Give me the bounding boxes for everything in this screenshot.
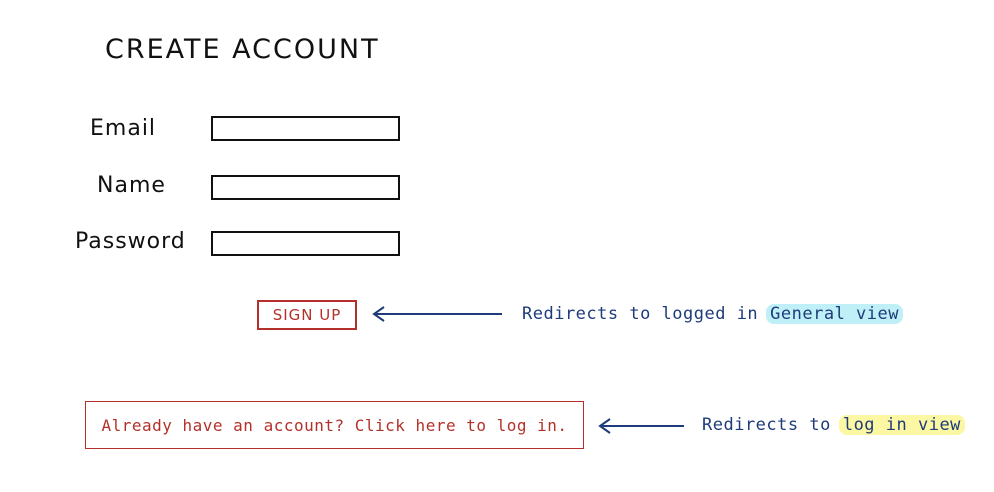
email-label: Email bbox=[90, 116, 157, 141]
login-note-prefix: Redirects to bbox=[702, 415, 831, 435]
general-view-highlight: General view bbox=[766, 304, 903, 324]
signup-note-prefix: Redirects to logged in bbox=[522, 304, 759, 324]
name-field[interactable] bbox=[211, 175, 400, 200]
login-view-highlight: log in view bbox=[838, 415, 965, 435]
signup-redirect-note: Redirects to logged in General view bbox=[522, 304, 903, 324]
arrow-left-icon bbox=[598, 418, 684, 434]
login-link[interactable]: Already have an account? Click here to l… bbox=[85, 401, 584, 449]
name-label: Name bbox=[97, 173, 166, 198]
email-field[interactable] bbox=[211, 116, 400, 141]
login-redirect-note: Redirects to log in view bbox=[702, 415, 965, 435]
page-title: CREATE ACCOUNT bbox=[105, 34, 380, 65]
password-field[interactable] bbox=[211, 231, 400, 256]
sign-up-button[interactable]: SIGN UP bbox=[257, 300, 357, 330]
arrow-left-icon bbox=[372, 306, 502, 322]
password-label: Password bbox=[75, 229, 186, 254]
